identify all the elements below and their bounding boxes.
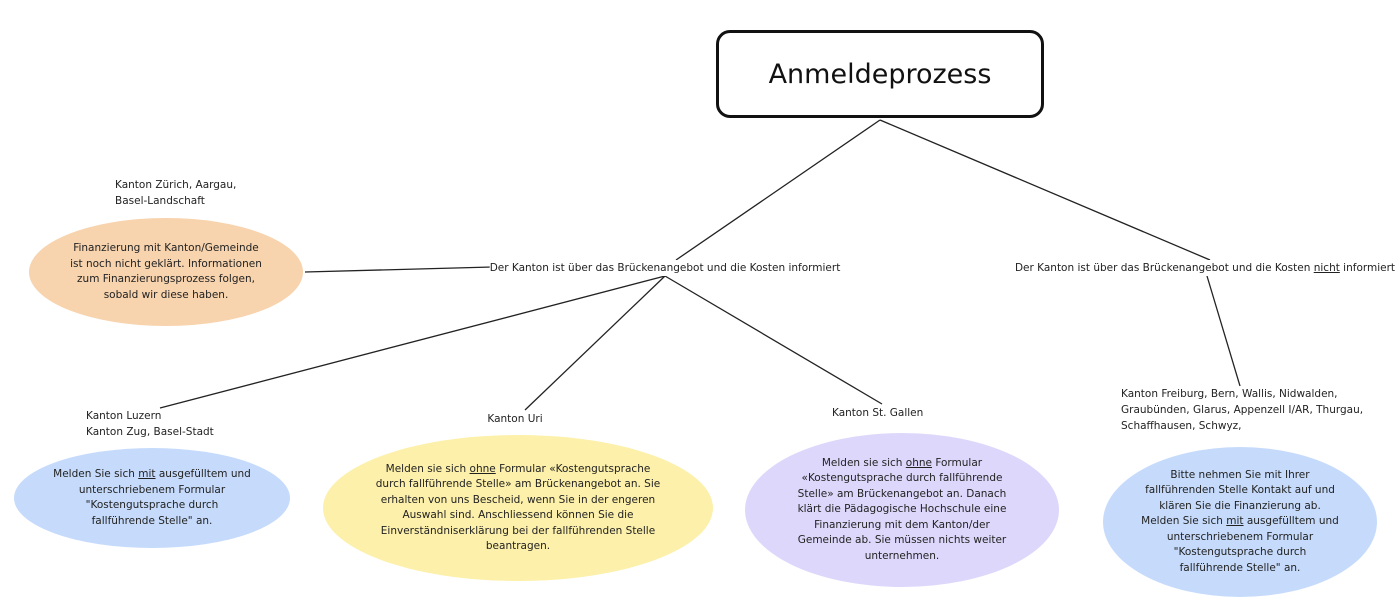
bubble-text-line: «Kostengutsprache durch fallführende	[801, 472, 1003, 485]
text-segment: Formular	[931, 456, 983, 469]
bubble-text-line: sobald wir diese haben.	[103, 288, 229, 301]
branch-not-informed-emphasis: nicht	[1313, 262, 1340, 274]
bubble-text-line: Finanzierung mit Kanton/Gemeinde	[73, 242, 259, 254]
text-segment: Formular «Kostengutsprache	[495, 462, 651, 475]
canton-label-line: Kanton Luzern	[86, 410, 162, 422]
bubble-text-line: unterschriebenem Formular	[1166, 530, 1314, 543]
text-segment: ausgefülltem und	[155, 468, 251, 480]
canton-label-line: Kanton Zürich, Aargau,	[115, 179, 237, 191]
canton-label-line: Kanton Zug, Basel-Stadt	[86, 426, 214, 438]
bubble-text-line: unterschriebenem Formular	[78, 483, 226, 496]
bubble-text-line: Stelle» am Brückenangebot an. Danach	[797, 487, 1007, 500]
bubble-text: Melden sie sich ohne Formular«Kostenguts…	[798, 456, 1007, 565]
bubble-uri: Melden sie sich ohne Formular «Kostengut…	[323, 435, 713, 581]
title-node: Anmeldeprozess	[716, 30, 1044, 118]
bubble-text-line: Melden sie sich ohne Formular	[822, 456, 982, 472]
bubble-text-line: Einverständniserklärung bei der fallführ…	[380, 524, 656, 537]
bubble-text-line: Bitte nehmen Sie mit Ihrer	[1170, 468, 1310, 481]
connector-not-informed-others	[1206, 275, 1241, 387]
bubble-text-line: erhalten von uns Bescheid, wenn Sie in d…	[380, 493, 656, 506]
text-segment: Melden sie sich	[385, 462, 470, 475]
bubble-zuerich: Finanzierung mit Kanton/Gemeinde ist noch…	[29, 218, 303, 326]
bubble-others: Bitte nehmen Sie mit Ihrer fallführenden …	[1103, 447, 1377, 597]
branch-not-informed-post: informiert	[1339, 262, 1396, 274]
bubble-text-line: unternehmen.	[864, 549, 940, 562]
connector-informed-zuerich	[304, 266, 493, 273]
canton-label-zuerich: Kanton Zürich, Aargau, Basel-Landschaft	[115, 177, 236, 209]
connector-title-not-informed	[879, 119, 1211, 261]
text-segment: Melden Sie sich	[53, 468, 139, 480]
bubble-text-line: fallführende Stelle" an.	[1179, 561, 1301, 574]
connector-informed-uri	[524, 275, 666, 411]
text-segment: Melden sie sich	[821, 456, 906, 469]
bubble-text-line: zum Finanzierungsprozess folgen,	[77, 273, 255, 285]
bubble-text-line: Melden sie sich ohne Formular «Kostengut…	[386, 462, 651, 478]
branch-informed: Der Kanton ist über das Brückenangebot u…	[489, 260, 841, 276]
canton-label-stgallen: Kanton St. Gallen	[832, 405, 924, 421]
canton-label-line: Schaffhausen, Schwyz,	[1121, 420, 1242, 432]
bubble-text-line: Melden Sie sich mit ausgefülltem und	[1141, 514, 1339, 530]
bubble-stgallen: Melden sie sich ohne Formular«Kostenguts…	[745, 433, 1059, 587]
bubble-text: Finanzierung mit Kanton/Gemeinde ist noch…	[70, 241, 262, 303]
bubble-text: Melden sie sich ohne Formular «Kostengut…	[376, 462, 660, 555]
canton-label-line: Basel-Landschaft	[115, 195, 205, 207]
emphasis-underlined: ohne	[905, 456, 932, 469]
bubble-text-line: Auswahl sind. Anschliessend können Sie d…	[402, 509, 634, 521]
canton-label-line: Kanton St. Gallen	[832, 407, 924, 419]
bubble-text-line: klärt die Pädagogische Hochschule eine	[797, 503, 1007, 516]
bubble-text-line: fallführende Stelle" an.	[91, 514, 213, 527]
bubble-text-line: fallführenden Stelle Kontakt auf und	[1145, 484, 1335, 497]
bubble-text-line: ist noch nicht geklärt. Informationen	[70, 257, 262, 270]
connector-title-informed	[675, 119, 881, 261]
text-segment: Melden Sie sich	[1141, 515, 1227, 528]
connector-informed-luzern	[159, 275, 666, 409]
branch-not-informed-pre: Der Kanton ist über das Brückenangebot u…	[1014, 262, 1314, 274]
emphasis-underlined: mit	[1226, 515, 1244, 528]
bubble-text-line: "Kostengutsprache durch	[85, 499, 219, 511]
emphasis-underlined: ohne	[469, 462, 496, 475]
bubble-text: Bitte nehmen Sie mit Ihrer fallführenden …	[1141, 468, 1339, 577]
canton-label-line: Graubünden, Glarus, Appenzell I/AR, Thur…	[1121, 404, 1364, 416]
emphasis-underlined: mit	[138, 468, 156, 480]
bubble-text-line: Melden Sie sich mit ausgefülltem und	[53, 467, 251, 483]
branch-not-informed: Der Kanton ist über das Brückenangebot u…	[1014, 260, 1396, 276]
bubble-text-line: klären Sie die Finanzierung ab.	[1159, 499, 1321, 512]
bubble-text-line: Finanzierung mit dem Kanton/der	[814, 518, 990, 531]
bubble-text-line: Gemeinde ab. Sie müssen nichts weiter	[797, 534, 1007, 547]
bubble-text-line: beantragen.	[485, 540, 551, 552]
canton-label-line: Kanton Freiburg, Bern, Wallis, Nidwalden…	[1121, 388, 1338, 400]
canton-label-others: Kanton Freiburg, Bern, Wallis, Nidwalden…	[1121, 386, 1363, 434]
bubble-text-line: "Kostengutsprache durch	[1173, 546, 1307, 559]
text-segment: ausgefülltem und	[1243, 515, 1339, 528]
connector-informed-stgallen	[664, 275, 883, 405]
bubble-text-line: durch fallführende Stelle» am Brückenang…	[375, 478, 661, 490]
canton-label-line: Kanton Uri	[487, 413, 543, 425]
canton-label-uri: Kanton Uri	[487, 411, 543, 427]
